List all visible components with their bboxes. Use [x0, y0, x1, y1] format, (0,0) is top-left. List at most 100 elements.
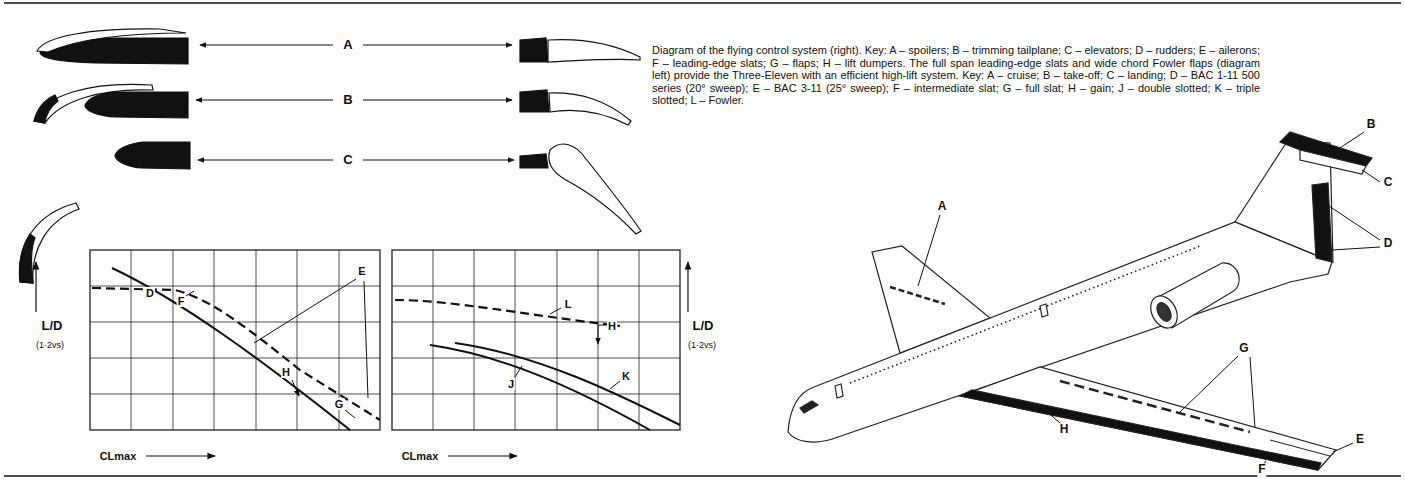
axis-arrow [35, 262, 36, 312]
leader-line [918, 132, 1380, 466]
airfoil-section [115, 142, 190, 169]
axis-label: L/D [41, 319, 64, 333]
aircraft-drawing [788, 132, 1372, 470]
flap-section [549, 93, 631, 125]
curve-letter: G [334, 398, 345, 410]
leader-line [186, 291, 194, 296]
curve-letter: E [357, 265, 366, 277]
leader-line [515, 366, 522, 377]
chart-curve [395, 300, 680, 430]
row-arrow [363, 100, 512, 101]
leader-line [550, 308, 561, 314]
axis-arrow [448, 455, 517, 456]
row-arrow [198, 160, 333, 161]
chart-grid [392, 250, 680, 430]
chart-grid [90, 250, 380, 430]
leader-line [515, 308, 620, 389]
leader-line [345, 410, 355, 418]
flap-marks [1060, 381, 1250, 432]
leader-line [1362, 170, 1380, 182]
row-arrow [363, 160, 514, 161]
leader-line [1180, 356, 1238, 412]
leader-line [918, 215, 940, 286]
callout-letter: A [937, 200, 948, 213]
leader-line [1340, 132, 1364, 148]
row-arrow [363, 45, 512, 46]
flap-section [520, 154, 548, 168]
leader-line [254, 279, 356, 343]
axis-label: L/D [692, 319, 715, 333]
axis-label: CLmax [99, 450, 138, 462]
cockpit-window [800, 401, 818, 413]
airfoil-section [37, 29, 186, 52]
axis-arrow [36, 262, 688, 456]
chart-grid [90, 250, 380, 430]
leader-line [1250, 357, 1255, 428]
airfoil-section [19, 203, 79, 283]
chart-curve [455, 343, 680, 425]
flap-section [520, 38, 641, 234]
curve-letter: D [145, 287, 155, 299]
engine-intake [1154, 300, 1174, 323]
row-arrow [196, 100, 333, 101]
airfoil-section [34, 84, 153, 123]
row-arrow [196, 45, 514, 160]
chart-curve [92, 288, 380, 420]
leader-line [186, 279, 368, 418]
leader-line [598, 325, 599, 344]
rudder [1312, 183, 1332, 262]
chart-curve [430, 345, 650, 430]
axis-unit: (1·2vs) [687, 341, 717, 351]
axis-unit: (1·2vs) [35, 341, 65, 351]
flap-section [520, 90, 549, 112]
curve-letter: K [621, 370, 631, 382]
row-letter: B [342, 93, 353, 107]
axis-label: CLmax [401, 450, 440, 462]
airfoil-section [19, 234, 35, 283]
chart-grid [392, 250, 680, 430]
elevator [1300, 150, 1366, 174]
leader-line [364, 281, 368, 398]
curve-letter: J [507, 378, 515, 390]
callout-letter: H [1059, 423, 1070, 436]
chart-grid [392, 250, 680, 430]
leader-line [1045, 410, 1060, 423]
leader-line [1332, 247, 1380, 250]
page-rule [4, 2, 1401, 4]
row-letter: A [342, 38, 353, 52]
callout-letter: C [1383, 176, 1394, 189]
window-row [850, 246, 1200, 383]
row-arrow [200, 45, 333, 46]
callout-letter: D [1383, 237, 1394, 250]
curve-letter: H [607, 320, 617, 332]
airfoil-section [19, 29, 190, 283]
spoiler-marks [890, 287, 945, 304]
axis-arrow [687, 262, 688, 312]
aileron-line [1270, 440, 1330, 456]
flap-section [548, 40, 640, 62]
leader-line [1333, 443, 1353, 452]
near-wing [960, 367, 1336, 470]
callout-letter: G [1238, 342, 1249, 355]
callout-letter: F [1257, 464, 1266, 477]
chart-curve [92, 268, 380, 430]
airfoil-section [34, 95, 58, 123]
caption-text: Diagram of the flying control system (ri… [652, 44, 1260, 107]
chart-curve [395, 300, 620, 326]
callout-letter: B [1366, 118, 1377, 131]
engine-intake [1145, 291, 1182, 332]
flap-section [520, 38, 548, 62]
curve-letter: L [564, 298, 573, 310]
airfoil-section [85, 92, 188, 118]
leader-line [292, 380, 299, 396]
door [1040, 304, 1048, 317]
page-rule [4, 3, 1401, 476]
callout-letter: E [1355, 433, 1365, 446]
page-rule [4, 475, 1401, 477]
curve-letter: H [281, 366, 291, 378]
flap-section [549, 144, 641, 234]
axis-arrow [146, 455, 215, 456]
curve-letter: F [177, 295, 186, 307]
